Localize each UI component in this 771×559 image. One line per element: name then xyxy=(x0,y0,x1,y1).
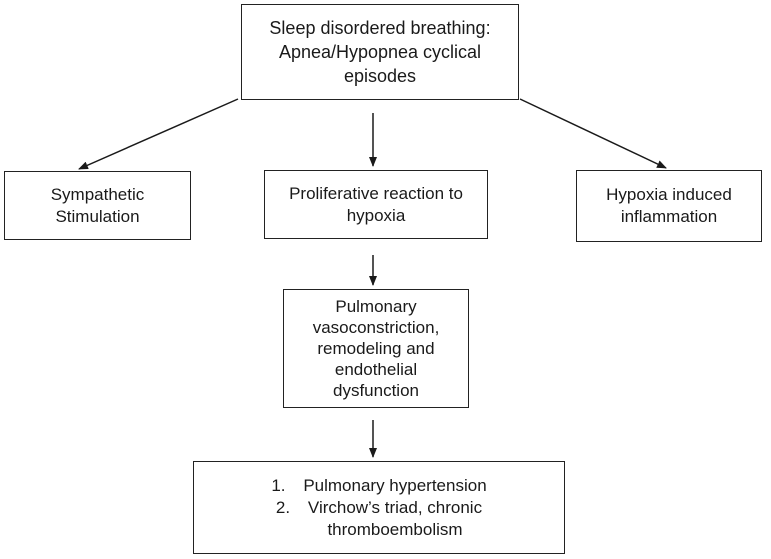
node-text-line: Virchow’s triad, chronic xyxy=(307,497,483,517)
node-text-line: Stimulation xyxy=(55,206,140,226)
node-text-line: Hypoxia induced xyxy=(606,185,732,204)
node-hypoxia-induced-inflammation: Hypoxia induced inflammation xyxy=(576,170,762,242)
node-text-line: Pulmonary hypertension xyxy=(303,475,487,495)
node-text-line: hypoxia xyxy=(346,205,406,225)
node-outcomes: 1. Pulmonary hypertension 2. Virchow’s t… xyxy=(193,461,565,554)
node-text-line: vasoconstriction, xyxy=(312,318,440,337)
node-text-line: remodeling and xyxy=(317,339,435,358)
node-sympathetic-stimulation: Sympathetic Stimulation xyxy=(4,171,191,240)
node-text-line: dysfunction xyxy=(333,381,419,400)
list-item: 2. Virchow’s triad, chronic thromboembol… xyxy=(276,497,482,541)
arrow-sdb-to-inflammation xyxy=(519,98,667,169)
node-text-line: episodes xyxy=(343,66,417,86)
list-item-text: Virchow’s triad, chronic thromboembolism xyxy=(308,497,482,541)
node-text-line: endothelial xyxy=(334,360,418,379)
node-text-line: Apnea/Hypopnea cyclical xyxy=(278,42,482,62)
outcomes-list: 1. Pulmonary hypertension 2. Virchow’s t… xyxy=(271,475,486,541)
node-sleep-disordered-breathing: Sleep disordered breathing: Apnea/Hypopn… xyxy=(241,4,519,100)
arrow-sdb-to-sympathetic xyxy=(78,98,239,170)
node-text-line: Sympathetic xyxy=(50,184,145,204)
node-proliferative-reaction: Proliferative reaction to hypoxia xyxy=(264,170,488,239)
node-pulmonary-vasoconstriction: Pulmonary vasoconstriction, remodeling a… xyxy=(283,289,469,408)
node-text-line: inflammation xyxy=(620,207,718,226)
list-item-text: Pulmonary hypertension xyxy=(303,475,486,497)
node-text-line: Pulmonary xyxy=(335,297,417,316)
node-text-line: thromboembolism xyxy=(327,519,463,539)
list-item-number: 1. xyxy=(271,475,286,495)
list-item: 1. Pulmonary hypertension xyxy=(271,475,486,497)
node-text-line: Proliferative reaction to xyxy=(289,183,463,203)
node-text-line: Sleep disordered breathing: xyxy=(269,18,491,38)
list-item-number: 2. xyxy=(275,497,291,517)
